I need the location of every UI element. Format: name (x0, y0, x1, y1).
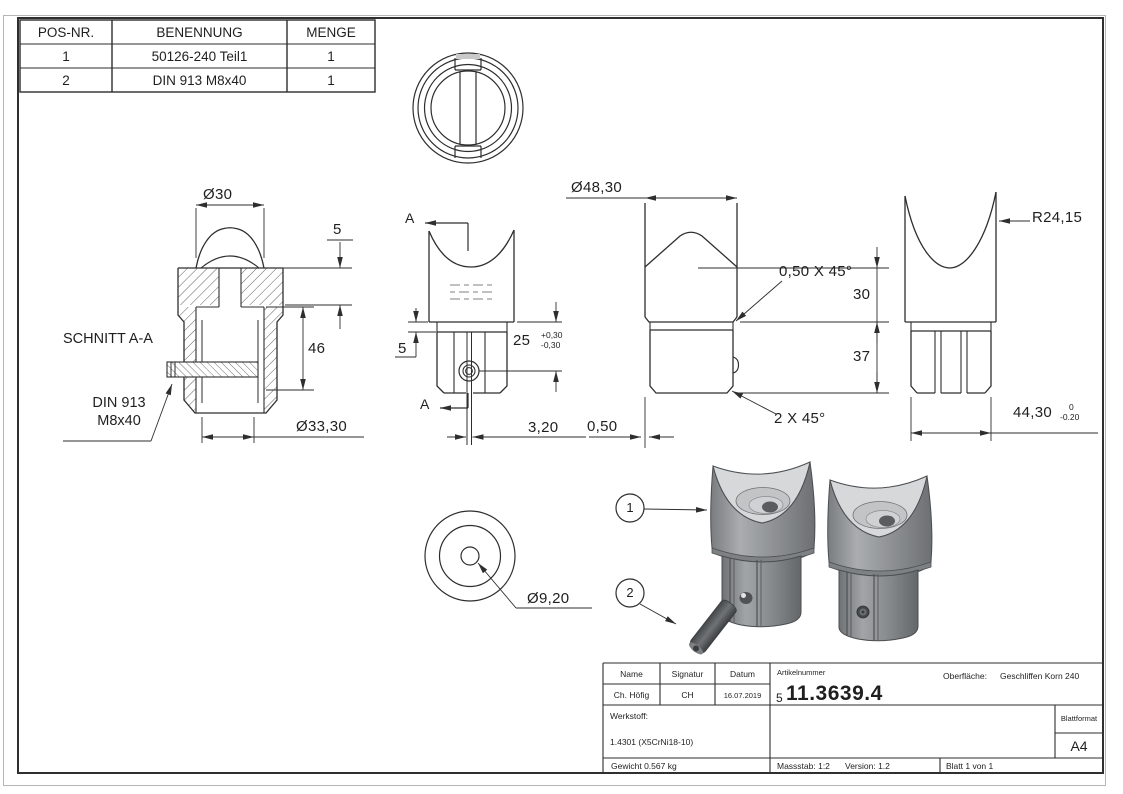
iso-views (615, 461, 933, 655)
dim-chamfer-top: 0,50 X 45° (779, 263, 853, 280)
table-header-posnr: POS-NR. (37, 25, 95, 40)
top-view (412, 52, 524, 164)
dim-chamfer-bottom: 2 X 45° (774, 410, 826, 427)
dim-4430: 44,30 (1013, 404, 1053, 421)
dim-37: 37 (853, 348, 871, 365)
balloon-1: 1 (626, 500, 634, 515)
table-row1-name: 50126-240 Teil1 (151, 49, 248, 64)
dim-050: 0,50 (587, 418, 618, 435)
balloon-leaders (615, 493, 708, 625)
front-view (428, 229, 515, 445)
tb-datum-label: Datum (729, 669, 756, 679)
tb-werkstoff-label: Werkstoff: (610, 711, 648, 721)
dim-dia4830: Ø48,30 (571, 179, 623, 196)
tb-blattformat-value: A4 (1070, 738, 1088, 754)
cut-letter-top: A (405, 210, 415, 226)
front-view-dims (395, 220, 586, 440)
dim-46: 46 (308, 340, 326, 357)
iso-set-screw (688, 599, 737, 655)
tb-blattformat-label: Blattformat (1060, 714, 1098, 723)
iso-part-right (827, 475, 933, 642)
cut-letter-bottom: A (420, 396, 430, 412)
title-block-grid (602, 662, 1103, 773)
tb-oberflaeche-value: Geschliffen Korn 240 (1000, 671, 1080, 681)
screw-note-line2: M8x40 (97, 413, 141, 429)
balloon-2: 2 (626, 585, 634, 600)
back-view (904, 191, 997, 394)
section-view-dims (63, 202, 364, 443)
tb-name-label: Name (620, 669, 643, 679)
side-view-dims (566, 195, 889, 448)
dim-5-front: 5 (398, 340, 407, 357)
dim-r2415: R24,15 (1032, 209, 1083, 226)
dim-25-tol-minus: -0,30 (541, 340, 561, 350)
side-view (644, 203, 740, 394)
tb-version: Version: 1.2 (845, 761, 890, 771)
bottom-view (424, 510, 592, 609)
tb-massstab: Massstab: 1:2 (777, 761, 830, 771)
dim-25: 25 (513, 332, 531, 349)
screw-note-line1: DIN 913 (92, 395, 146, 411)
table-header-benennung: BENENNUNG (156, 25, 243, 40)
section-view (166, 227, 284, 414)
table-row2-pos: 2 (62, 73, 70, 88)
tb-artikel-number: 11.3639.4 (786, 682, 883, 705)
section-title: SCHNITT A-A (63, 331, 153, 347)
dim-dia3330: Ø33,30 (296, 418, 348, 435)
tb-name-value: Ch. Höfig (613, 690, 650, 700)
tb-blatt: Blatt 1 von 1 (946, 761, 994, 771)
sheet-frame (3, 15, 1106, 786)
tb-datum-value: 16.07.2019 (723, 691, 762, 700)
table-row2-name: DIN 913 M8x40 (152, 73, 247, 88)
tb-signatur-value: CH (681, 690, 694, 700)
dim-25-tol-plus: +0,30 (541, 330, 563, 340)
table-row1-qty: 1 (327, 49, 335, 64)
tb-artikel-prefix: 5 (776, 691, 783, 705)
dim-dia30: Ø30 (203, 186, 233, 203)
tb-artikel-label: Artikelnummer (777, 668, 826, 677)
dim-5-section: 5 (333, 221, 342, 238)
dim-320: 3,20 (528, 419, 559, 436)
dim-30: 30 (853, 286, 871, 303)
tb-oberflaeche-label: Oberfläche: (943, 671, 987, 681)
dim-4430-tol-minus: -0.20 (1060, 412, 1080, 422)
table-header-menge: MENGE (306, 25, 356, 40)
tb-werkstoff-value: 1.4301 (X5CrNi18-10) (610, 737, 694, 747)
parts-table-grid (19, 19, 376, 93)
tb-signatur-label: Signatur (671, 669, 704, 679)
dim-4430-tol-plus: 0 (1069, 402, 1074, 412)
dim-dia920: Ø9,20 (527, 590, 570, 607)
table-row1-pos: 1 (62, 49, 70, 64)
back-view-dims (910, 218, 1098, 441)
tb-gewicht: Gewicht 0.567 kg (611, 761, 677, 771)
table-row2-qty: 1 (327, 73, 335, 88)
